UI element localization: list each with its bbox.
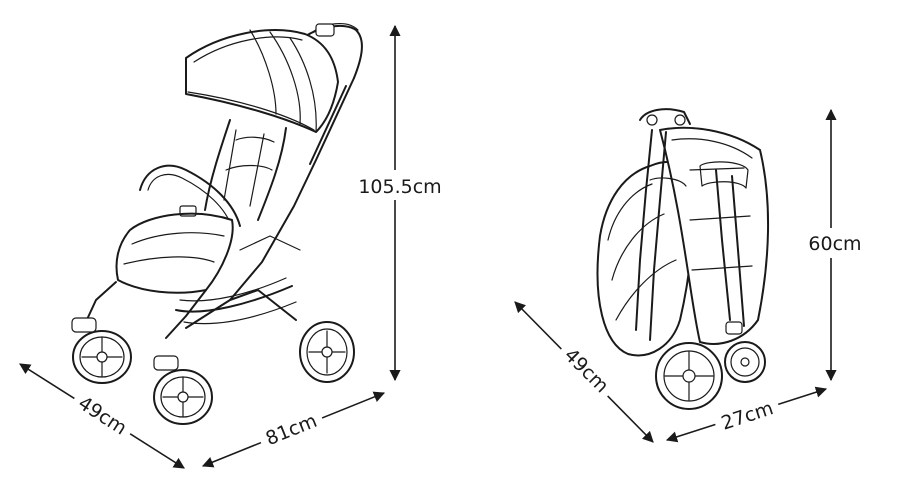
unfolded-width-dimension: 81cm bbox=[201, 391, 386, 468]
folded-large-wheel bbox=[655, 342, 723, 410]
unfolded-height-dimension: 105.5cm bbox=[352, 24, 446, 382]
folded-small-wheel bbox=[724, 321, 766, 383]
folded-height-dimension: 60cm bbox=[804, 108, 866, 382]
folded-width-dimension: 27cm bbox=[665, 386, 828, 443]
front-wheel-left bbox=[71, 317, 132, 384]
front-wheel-right bbox=[153, 355, 213, 425]
rear-wheel bbox=[299, 321, 355, 383]
unfolded-depth-dimension: 49cm bbox=[19, 363, 185, 469]
folded-height-label: 60cm bbox=[808, 233, 861, 255]
unfolded-stroller-illustration bbox=[71, 23, 363, 425]
folded-stroller-illustration bbox=[596, 108, 770, 410]
unfolded-height-label: 105.5cm bbox=[358, 176, 441, 198]
